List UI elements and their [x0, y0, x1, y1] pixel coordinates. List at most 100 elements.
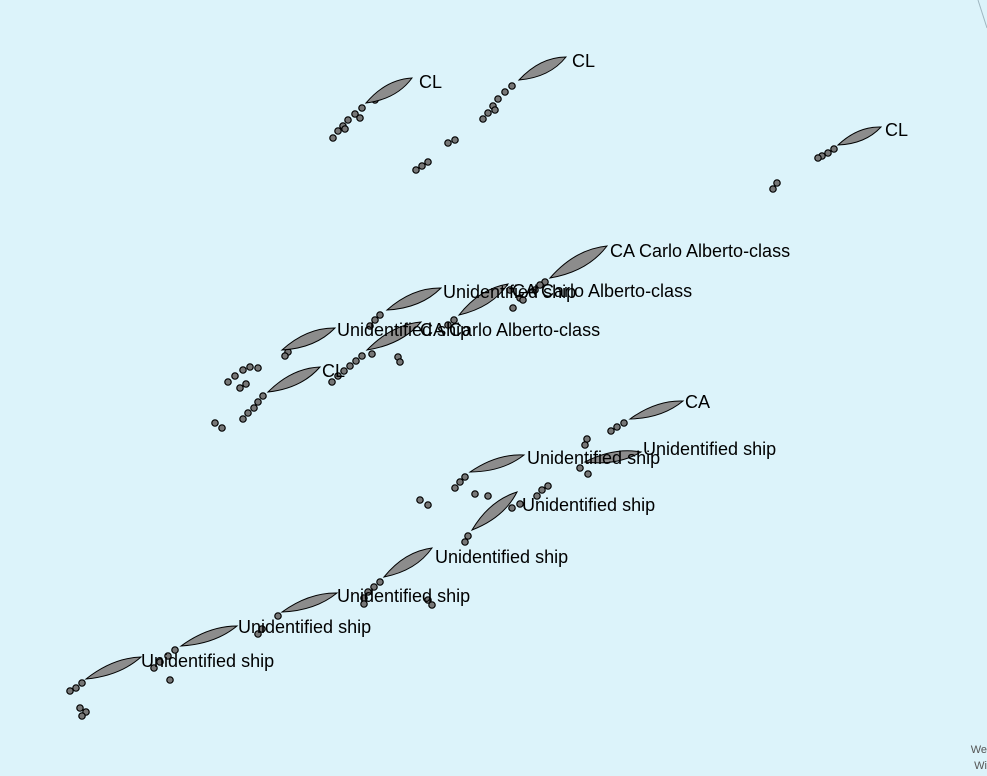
wake-marker: [508, 82, 516, 90]
wake-marker: [461, 473, 469, 481]
ship-label: CL: [885, 120, 908, 140]
wake-marker: [471, 490, 479, 498]
wake-marker: [224, 378, 232, 386]
ship-icon[interactable]: [548, 245, 609, 279]
ship-icon[interactable]: [385, 287, 443, 311]
wake-marker: [830, 145, 838, 153]
ship-icon[interactable]: [517, 56, 568, 81]
wake-marker: [171, 646, 179, 654]
wake-marker: [76, 704, 84, 712]
wake-marker: [246, 363, 254, 371]
wake-marker: [351, 110, 359, 118]
wake-marker: [584, 470, 592, 478]
ship-icon[interactable]: [382, 547, 434, 578]
wake-marker: [536, 281, 544, 289]
wake-marker: [814, 154, 822, 162]
map-edge-line: [977, 0, 987, 29]
wake-marker: [150, 664, 158, 672]
wake-marker: [358, 104, 366, 112]
wake-marker: [484, 109, 492, 117]
wake-marker: [254, 398, 262, 406]
wake-marker: [329, 134, 337, 142]
wake-marker: [254, 364, 262, 372]
wake-marker: [254, 630, 262, 638]
wake-marker: [156, 658, 164, 666]
wake-marker: [352, 357, 360, 365]
wake-marker: [376, 578, 384, 586]
wake-marker: [479, 115, 487, 123]
label-layer: CL CL CL CA Carlo Alberto-classUnidentified…: [141, 51, 908, 671]
wake-marker: [78, 679, 86, 687]
wake-marker: [464, 532, 472, 540]
wake-marker: [484, 492, 492, 500]
wake-marker: [72, 684, 80, 692]
ship-label: Unidentified ship: [522, 495, 655, 515]
ship-icon[interactable]: [470, 491, 518, 531]
wake-marker: [334, 372, 342, 380]
wake-layer: [66, 82, 838, 720]
wake-marker: [769, 185, 777, 193]
wake-marker: [416, 496, 424, 504]
ship-label: CL: [322, 361, 345, 381]
wake-marker: [450, 316, 458, 324]
wake-marker: [244, 409, 252, 417]
wake-marker: [211, 419, 219, 427]
ship-icon[interactable]: [628, 400, 685, 420]
wake-marker: [239, 366, 247, 374]
wake-marker: [544, 482, 552, 490]
wake-marker: [368, 350, 376, 358]
wake-marker: [444, 321, 452, 329]
wake-marker: [424, 596, 432, 604]
ship-icon[interactable]: [836, 126, 883, 146]
wake-marker: [824, 149, 832, 157]
wake-marker: [451, 484, 459, 492]
ship-label: CA: [685, 392, 710, 412]
wake-marker: [613, 423, 621, 431]
wake-marker: [451, 136, 459, 144]
ship-label: Unidentified ship: [337, 586, 470, 606]
wake-marker: [341, 125, 349, 133]
corner-text-2: Wi: [974, 760, 987, 772]
ship-label: Unidentified ship: [141, 651, 274, 671]
wake-marker: [218, 424, 226, 432]
wake-marker: [461, 538, 469, 546]
wake-marker: [239, 415, 247, 423]
wake-marker: [576, 464, 584, 472]
wake-marker: [519, 296, 527, 304]
ship-label: Unidentified ship: [435, 547, 568, 567]
ship-icon[interactable]: [457, 283, 510, 316]
ship-icon[interactable]: [280, 592, 339, 613]
ship-icon[interactable]: [84, 656, 143, 680]
wake-marker: [773, 179, 781, 187]
wake-marker: [456, 478, 464, 486]
wake-marker: [346, 362, 354, 370]
ship-icon[interactable]: [364, 77, 414, 104]
ship-icon[interactable]: [583, 450, 643, 464]
wake-marker: [258, 625, 266, 633]
wake-marker: [164, 652, 172, 660]
ship-label: CL: [419, 72, 442, 92]
wake-marker: [376, 311, 384, 319]
wake-marker: [424, 501, 432, 509]
ship-icon[interactable]: [179, 625, 239, 647]
wake-marker: [581, 441, 589, 449]
wake-marker: [412, 166, 420, 174]
wake-marker: [370, 583, 378, 591]
ship-label: Unidentified ship: [238, 617, 371, 637]
wake-marker: [242, 380, 250, 388]
ship-icon[interactable]: [280, 327, 337, 351]
wake-marker: [360, 600, 368, 608]
ship-icon[interactable]: [365, 321, 423, 351]
ship-icon[interactable]: [266, 366, 322, 393]
wake-marker: [340, 367, 348, 375]
wake-marker: [516, 500, 524, 508]
ship-icon[interactable]: [468, 454, 526, 473]
wake-marker: [508, 504, 516, 512]
wake-marker: [328, 378, 336, 386]
wake-marker: [371, 316, 379, 324]
wake-marker: [418, 162, 426, 170]
wake-marker: [358, 352, 366, 360]
wake-marker: [166, 676, 174, 684]
ship-label: CA Carlo Alberto-class: [512, 281, 692, 301]
